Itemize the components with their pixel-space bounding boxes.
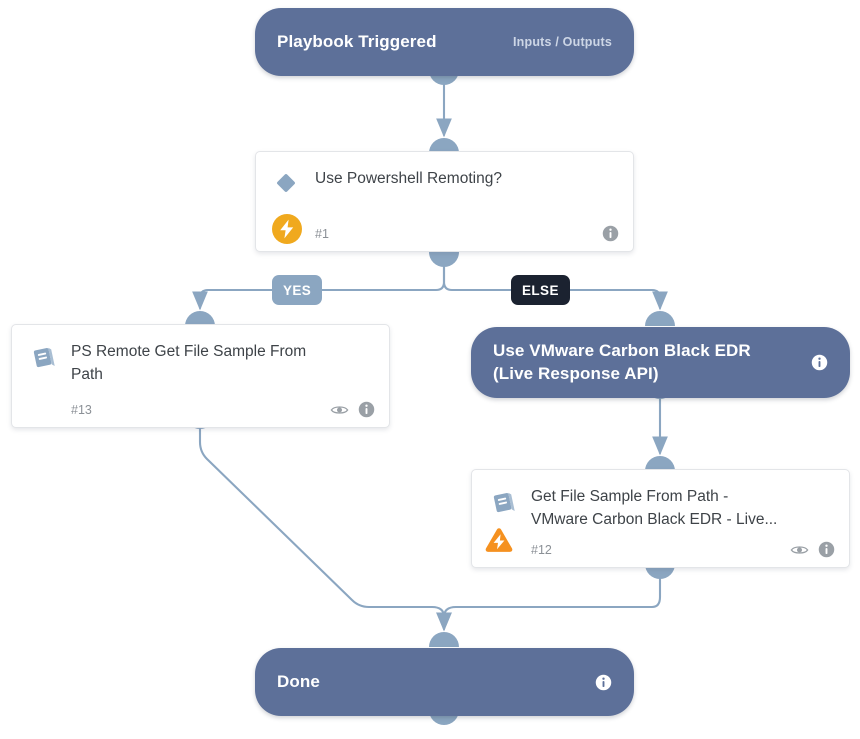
node-title: Playbook Triggered: [277, 31, 437, 51]
node-title: Use Powershell Remoting?: [315, 170, 502, 187]
node-title: Get File Sample From Path - VMware Carbo…: [531, 488, 778, 528]
branch-label-else[interactable]: ELSE: [511, 275, 570, 305]
port-subplaybook-in[interactable]: [645, 311, 675, 326]
edge-else-to-done: [436, 576, 662, 632]
info-icon[interactable]: [811, 354, 828, 371]
edge-yes-to-done: [198, 426, 452, 632]
node-number: #1: [315, 226, 329, 241]
port-else-task-in[interactable]: [645, 456, 675, 471]
node-subplaybook-vmware-carbon-black-edr[interactable]: Use VMware Carbon Black EDR (Live Respon…: [471, 327, 850, 398]
node-title: Done: [277, 671, 320, 691]
eye-icon[interactable]: [790, 543, 809, 557]
port-yes-task-in[interactable]: [185, 311, 215, 326]
lightning-triangle-icon: [484, 526, 518, 560]
node-number: #12: [531, 542, 552, 557]
node-task-ps-remote-get-file-sample[interactable]: PS Remote Get File Sample From Path #13: [11, 324, 390, 428]
info-icon[interactable]: [602, 225, 619, 242]
diamond-icon: [272, 169, 302, 197]
node-condition-use-powershell-remoting[interactable]: Use Powershell Remoting? #1: [255, 151, 634, 252]
eye-icon[interactable]: [330, 403, 349, 417]
node-number: #13: [71, 402, 92, 417]
node-title: PS Remote Get File Sample From Path: [71, 343, 307, 383]
branch-label-yes[interactable]: YES: [272, 275, 323, 305]
port-condition-in[interactable]: [429, 138, 459, 153]
node-done[interactable]: Done: [255, 648, 634, 716]
node-title: Use VMware Carbon Black EDR (Live Respon…: [493, 341, 751, 383]
port-condition-out[interactable]: [429, 252, 459, 267]
info-icon[interactable]: [818, 541, 835, 558]
port-done-in[interactable]: [429, 632, 459, 647]
lightning-circle-icon: [270, 212, 304, 246]
inputs-outputs-label[interactable]: Inputs / Outputs: [512, 35, 612, 49]
playbook-book-icon: [28, 342, 58, 372]
node-playbook-triggered[interactable]: Playbook Triggered Inputs / Outputs: [255, 8, 634, 76]
playbook-book-icon: [488, 487, 518, 517]
info-icon[interactable]: [595, 674, 612, 691]
info-icon[interactable]: [358, 401, 375, 418]
node-task-get-file-sample-from-path[interactable]: Get File Sample From Path - VMware Carbo…: [471, 469, 850, 568]
